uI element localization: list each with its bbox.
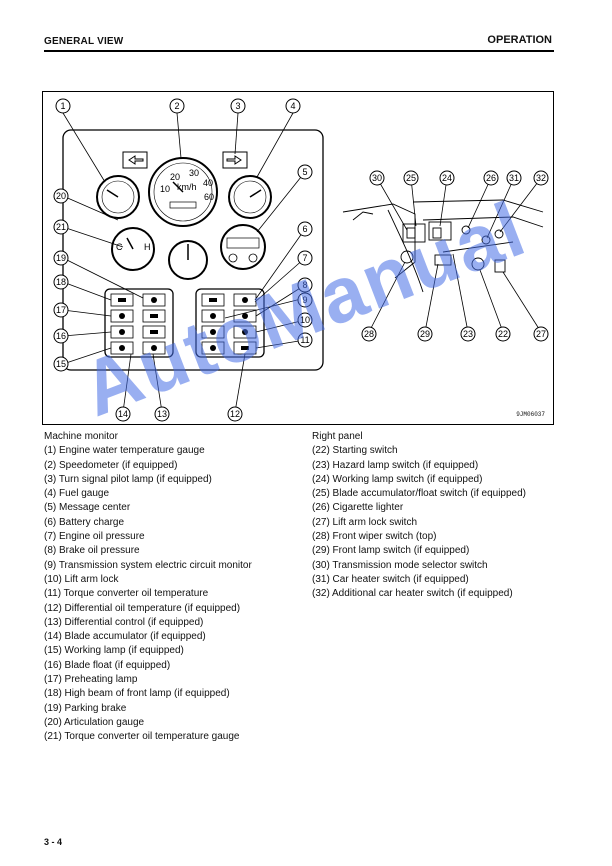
legend-item: (8) Brake oil pressure	[44, 545, 140, 557]
callout-13: 13	[157, 409, 167, 419]
fuel-needle	[249, 189, 262, 198]
section-title: GENERAL VIEW	[44, 36, 124, 47]
legend-item: (10) Lift arm lock	[44, 573, 119, 585]
left-arrow-icon	[128, 155, 144, 165]
legend-item: (22) Starting switch	[312, 445, 398, 457]
callout-27: 27	[536, 329, 546, 339]
callout-4: 4	[290, 101, 295, 111]
callout-22: 22	[498, 329, 508, 339]
legend-item: (9) Transmission system electric circuit…	[44, 559, 252, 571]
legend-item: (20) Articulation gauge	[44, 716, 145, 728]
legend-item: (31) Car heater switch (if equipped)	[312, 573, 469, 585]
legend-item: (28) Front wiper switch (top)	[312, 531, 437, 543]
leader-lines-right	[368, 177, 542, 333]
callout-14: 14	[118, 409, 128, 419]
legend-item: (12) Differential oil temperature (if eq…	[44, 602, 241, 614]
callout-24: 24	[442, 173, 452, 183]
callout-1: 1	[60, 101, 65, 111]
legend-title: Right panel	[312, 431, 363, 442]
legend-item: (24) Working lamp switch (if equipped)	[312, 473, 483, 485]
callouts-right: 30 25 24 26 31 32 28 29 23 22 27	[361, 170, 549, 342]
legend-item: (7) Engine oil pressure	[44, 531, 145, 543]
speed-tick-60: 60	[204, 192, 214, 202]
speed-tick-30: 30	[189, 168, 199, 178]
legend-item: (2) Speedometer (if equipped)	[44, 459, 178, 471]
header-rule	[44, 50, 554, 52]
callout-15: 15	[56, 359, 66, 369]
callout-11: 11	[300, 335, 309, 345]
callout-28: 28	[364, 329, 374, 339]
right-arrow-icon	[226, 155, 242, 165]
instrument-panel-outline	[62, 129, 324, 371]
legend-item: (25) Blade accumulator/float switch (if …	[312, 488, 526, 500]
legend-item: (5) Message center	[44, 502, 131, 514]
callout-23: 23	[463, 329, 473, 339]
callout-6: 6	[302, 224, 307, 234]
callout-16: 16	[56, 331, 66, 341]
legend-item: (6) Battery charge	[44, 516, 125, 528]
legend-item: (1) Engine water temperature gauge	[44, 445, 205, 457]
chapter-title: OPERATION	[487, 34, 552, 46]
callout-25: 25	[406, 173, 416, 183]
callout-10: 10	[300, 315, 310, 325]
legend-item: (32) Additional car heater switch (if eq…	[312, 588, 513, 600]
callout-17: 17	[56, 305, 66, 315]
callout-20: 20	[56, 191, 66, 201]
callout-19: 19	[56, 253, 66, 263]
legend-item: (29) Front lamp switch (if equipped)	[312, 545, 470, 557]
callout-18: 18	[56, 277, 66, 287]
legend-item: (17) Preheating lamp	[44, 674, 138, 686]
callout-21: 21	[56, 222, 66, 232]
right-panel-drawing	[342, 199, 544, 293]
machine-monitor-figure: 20 30 40 10 60 km/h C H	[42, 91, 554, 425]
callouts-left: 1 2 3 4 5 6 7 8 9 10 11 12 13 14 15 16 1…	[53, 98, 313, 422]
legend-item: (23) Hazard lamp switch (if equipped)	[312, 459, 479, 471]
callout-29: 29	[420, 329, 430, 339]
callout-31: 31	[509, 173, 519, 183]
legend-item: (26) Cigarette lighter	[312, 502, 404, 514]
right-panel-legend: Right panel (22) Starting switch (23) Ha…	[312, 430, 526, 602]
page-number: 3 - 4	[44, 837, 63, 847]
legend-item: (19) Parking brake	[44, 702, 127, 714]
callout-5: 5	[302, 167, 307, 177]
odometer	[169, 201, 197, 209]
legend-item: (18) High beam of front lamp (if equippe…	[44, 688, 230, 700]
monitor-diagram: 20 30 40 10 60 km/h C H	[53, 98, 549, 422]
callout-30: 30	[372, 173, 382, 183]
water-temp-needle	[106, 189, 119, 198]
legend-item: (11) Torque converter oil temperature	[44, 588, 209, 600]
legend-item: (14) Blade accumulator (if equipped)	[44, 631, 206, 643]
speed-tick-40: 40	[203, 178, 213, 188]
callout-9: 9	[302, 295, 307, 305]
speed-needle	[172, 181, 184, 193]
legend-item: (27) Lift arm lock switch	[312, 516, 418, 528]
callout-2: 2	[174, 101, 179, 111]
gauge-c-label: C	[116, 242, 123, 252]
speed-tick-20: 20	[170, 172, 180, 182]
legend-title: Machine monitor	[44, 431, 118, 442]
legend-item: (30) Transmission mode selector switch	[312, 559, 488, 571]
leader-lines-left	[62, 112, 306, 413]
legend-item: (3) Turn signal pilot lamp (if equipped)	[44, 473, 212, 485]
callout-32: 32	[536, 173, 546, 183]
callout-12: 12	[230, 409, 240, 419]
legend-item: (21) Torque converter oil temperature ga…	[44, 731, 240, 743]
callout-8: 8	[302, 280, 307, 290]
speed-tick-10: 10	[160, 184, 170, 194]
legend-item: (15) Working lamp (if equipped)	[44, 645, 184, 657]
callout-3: 3	[235, 101, 240, 111]
warning-lamp-symbols	[118, 297, 249, 351]
machine-monitor-legend: Machine monitor (1) Engine water tempera…	[44, 430, 252, 745]
right-lamp-cluster	[195, 288, 265, 358]
callout-7: 7	[302, 253, 307, 263]
callout-26: 26	[486, 173, 496, 183]
turn-left-indicator	[122, 151, 148, 169]
legend-item: (16) Blade float (if equipped)	[44, 659, 171, 671]
legend-item: (13) Differential control (if equipped)	[44, 616, 204, 628]
left-lamp-cluster	[104, 288, 174, 358]
legend-item: (4) Fuel gauge	[44, 488, 110, 500]
figure-reference: 9JM06037	[516, 411, 545, 418]
speed-unit: km/h	[177, 182, 197, 192]
gauge-h-label: H	[144, 242, 151, 252]
